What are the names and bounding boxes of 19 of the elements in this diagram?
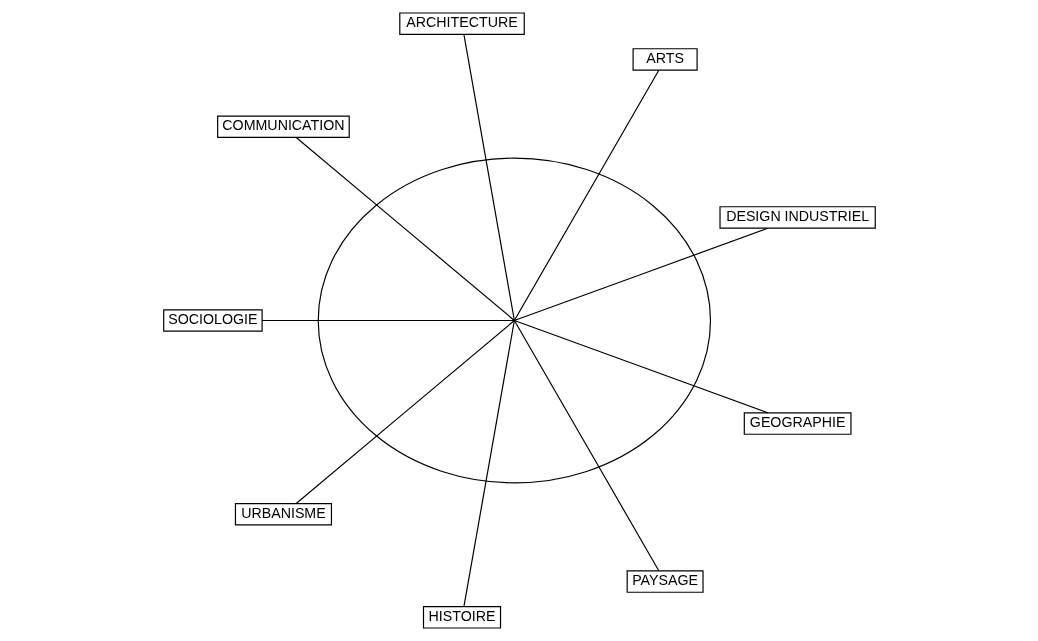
connector — [295, 319, 515, 505]
node-box: SOCIOLOGIE — [162, 309, 263, 332]
connector — [295, 136, 515, 322]
node-box: PAYSAGE — [626, 570, 704, 593]
node-box: GEOGRAPHIE — [743, 412, 852, 435]
node-box: HISTOIRE — [422, 606, 501, 629]
connector — [513, 319, 768, 414]
node-box: ARCHITECTURE — [398, 12, 525, 35]
node-circle — [317, 157, 711, 484]
node-box: ARTS — [632, 48, 698, 71]
connector — [462, 33, 515, 322]
node-box: COMMUNICATION — [216, 115, 350, 138]
node-box: URBANISME — [234, 503, 332, 526]
connector — [513, 227, 768, 322]
connector — [261, 319, 515, 322]
connector — [462, 319, 515, 608]
node-box: DESIGN INDUSTRIEL — [718, 206, 876, 229]
connector — [513, 319, 659, 572]
connector — [513, 69, 659, 322]
